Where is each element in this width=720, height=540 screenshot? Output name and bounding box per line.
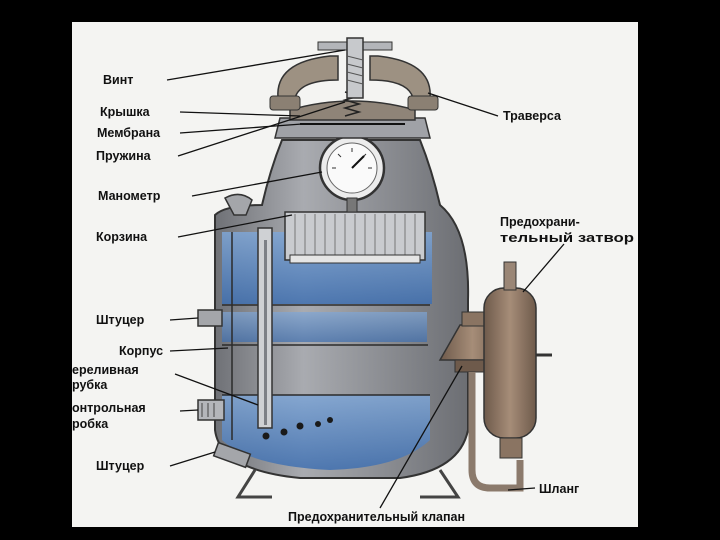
label-predokhr-klapan: Предохранительный клапан [288,510,465,524]
label-predokhr-zatvor-line1: Предохрани- [500,215,580,229]
label-kryshka: Крышка [100,105,151,119]
perelivnaya-trubka [258,228,272,428]
shtutser-top-fitting [198,310,222,326]
korzina-basket [285,212,425,263]
label-membrana: Мембрана [97,126,161,140]
label-vint: Винт [103,73,133,87]
label-shtutser-bottom: Штуцер [96,459,145,473]
kontrolnaya-probka [198,400,224,420]
label-shtutser-top: Штуцер [96,313,145,327]
label-shlang: Шланг [539,482,579,496]
predokhranitelnyi-zatvor [484,262,552,458]
label-kontrolnaya-line2: робка [72,417,109,431]
label-manometr: Манометр [98,189,161,203]
label-perelivnaya-line2: рубка [72,378,108,392]
label-traversa: Траверса [503,109,562,123]
label-pruzhina: Пружина [96,149,152,163]
label-predokhr-zatvor-line2: тельный затвор [500,231,634,245]
label-kontrolnaya-line1: онтрольная [72,401,146,415]
label-perelivnaya-line1: ереливная [72,363,139,377]
label-korzina: Корзина [96,230,148,244]
label-korpus: Корпус [119,344,163,358]
